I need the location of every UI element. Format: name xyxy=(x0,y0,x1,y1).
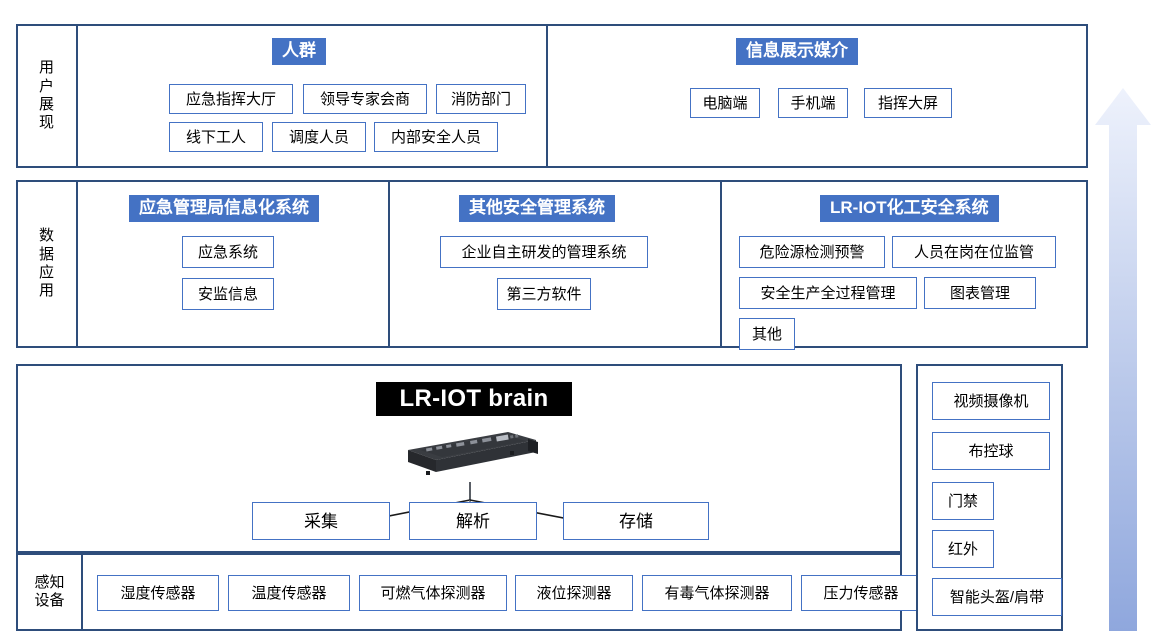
chip-temperature-sensor[interactable]: 温度传感器 xyxy=(228,575,350,611)
chip-ptz-ball-camera[interactable]: 布控球 xyxy=(932,432,1050,470)
chip-hazard-detection-alert[interactable]: 危险源检测预警 xyxy=(739,236,885,268)
band-label-perception: 感知设备 xyxy=(18,555,83,629)
chip-storage[interactable]: 存储 xyxy=(563,502,709,540)
section-header-emergency-bureau: 应急管理局信息化系统 xyxy=(129,195,319,222)
chip-mobile-terminal[interactable]: 手机端 xyxy=(778,88,848,118)
chip-safety-supervision-info[interactable]: 安监信息 xyxy=(182,278,274,310)
chip-pressure-sensor[interactable]: 压力传感器 xyxy=(801,575,921,611)
chip-parsing[interactable]: 解析 xyxy=(409,502,537,540)
section-header-crowd: 人群 xyxy=(272,38,326,65)
section-emergency-bureau: 应急管理局信息化系统 应急系统 安监信息 xyxy=(78,182,388,346)
chip-toxic-gas-detector[interactable]: 有毒气体探测器 xyxy=(642,575,792,611)
rack-server-icon xyxy=(400,426,540,482)
section-header-lriot-chem-safety: LR-IOT化工安全系统 xyxy=(820,195,999,222)
band2-divider-1 xyxy=(388,182,390,346)
section-crowd: 人群 应急指挥大厅 领导专家会商 消防部门 线下工人 调度人员 内部安全人员 xyxy=(78,26,546,166)
band1-divider xyxy=(546,26,548,166)
chip-liquid-level-detector[interactable]: 液位探测器 xyxy=(515,575,633,611)
chip-video-camera[interactable]: 视频摄像机 xyxy=(932,382,1050,420)
section-display-media: 信息展示媒介 电脑端 手机端 指挥大屏 xyxy=(546,26,1086,166)
section-other-safety-mgmt: 其他安全管理系统 企业自主研发的管理系统 第三方软件 xyxy=(388,182,720,346)
chip-command-big-screen[interactable]: 指挥大屏 xyxy=(864,88,952,118)
up-arrow-icon xyxy=(1094,88,1152,631)
chip-personnel-on-duty-supervision[interactable]: 人员在岗在位监管 xyxy=(892,236,1056,268)
chip-access-control[interactable]: 门禁 xyxy=(932,482,994,520)
chip-offline-workers[interactable]: 线下工人 xyxy=(169,122,263,152)
chip-collection[interactable]: 采集 xyxy=(252,502,390,540)
section-header-other-safety-mgmt: 其他安全管理系统 xyxy=(459,195,615,222)
chip-emergency-command-hall[interactable]: 应急指挥大厅 xyxy=(169,84,293,114)
brain-title: LR-IOT brain xyxy=(376,382,572,416)
chip-humidity-sensor[interactable]: 湿度传感器 xyxy=(97,575,219,611)
chip-full-process-safety-mgmt[interactable]: 安全生产全过程管理 xyxy=(739,277,917,309)
band2-divider-2 xyxy=(720,182,722,346)
band-label-data-application: 数据应用 xyxy=(18,182,78,346)
band-label-user-presentation: 用户展现 xyxy=(18,26,78,166)
chip-chart-management[interactable]: 图表管理 xyxy=(924,277,1036,309)
chip-internal-safety-personnel[interactable]: 内部安全人员 xyxy=(374,122,498,152)
chip-pc-terminal[interactable]: 电脑端 xyxy=(690,88,760,118)
chip-dispatch-personnel[interactable]: 调度人员 xyxy=(272,122,366,152)
chip-third-party-software[interactable]: 第三方软件 xyxy=(497,278,591,310)
band-perception-devices: 感知设备 湿度传感器 温度传感器 可燃气体探测器 液位探测器 有毒气体探测器 压… xyxy=(16,553,921,631)
chip-combustible-gas-detector[interactable]: 可燃气体探测器 xyxy=(359,575,507,611)
chip-infrared[interactable]: 红外 xyxy=(932,530,994,568)
panel-edge-devices: 视频摄像机 布控球 门禁 红外 智能头盔/肩带 xyxy=(916,364,1063,631)
band-data-application: 数据应用 应急管理局信息化系统 应急系统 安监信息 其他安全管理系统 企业自主研… xyxy=(16,180,1088,350)
chip-fire-department[interactable]: 消防部门 xyxy=(436,84,526,114)
band-label-perception-text: 感知设备 xyxy=(34,574,65,609)
section-lriot-chem-safety: LR-IOT化工安全系统 危险源检测预警 人员在岗在位监管 安全生产全过程管理 … xyxy=(720,182,1086,350)
chip-other[interactable]: 其他 xyxy=(739,318,795,350)
chip-emergency-system[interactable]: 应急系统 xyxy=(182,236,274,268)
section-header-display-media: 信息展示媒介 xyxy=(736,38,858,65)
chip-smart-helmet-shoulder-strap[interactable]: 智能头盔/肩带 xyxy=(932,578,1062,616)
chip-self-developed-mgmt-system[interactable]: 企业自主研发的管理系统 xyxy=(440,236,648,268)
chip-leader-expert-consultation[interactable]: 领导专家会商 xyxy=(303,84,427,114)
band-user-presentation: 用户展现 人群 应急指挥大厅 领导专家会商 消防部门 线下工人 调度人员 内部安… xyxy=(16,24,1088,168)
band-platform: LR-IOT brain xyxy=(16,364,902,553)
